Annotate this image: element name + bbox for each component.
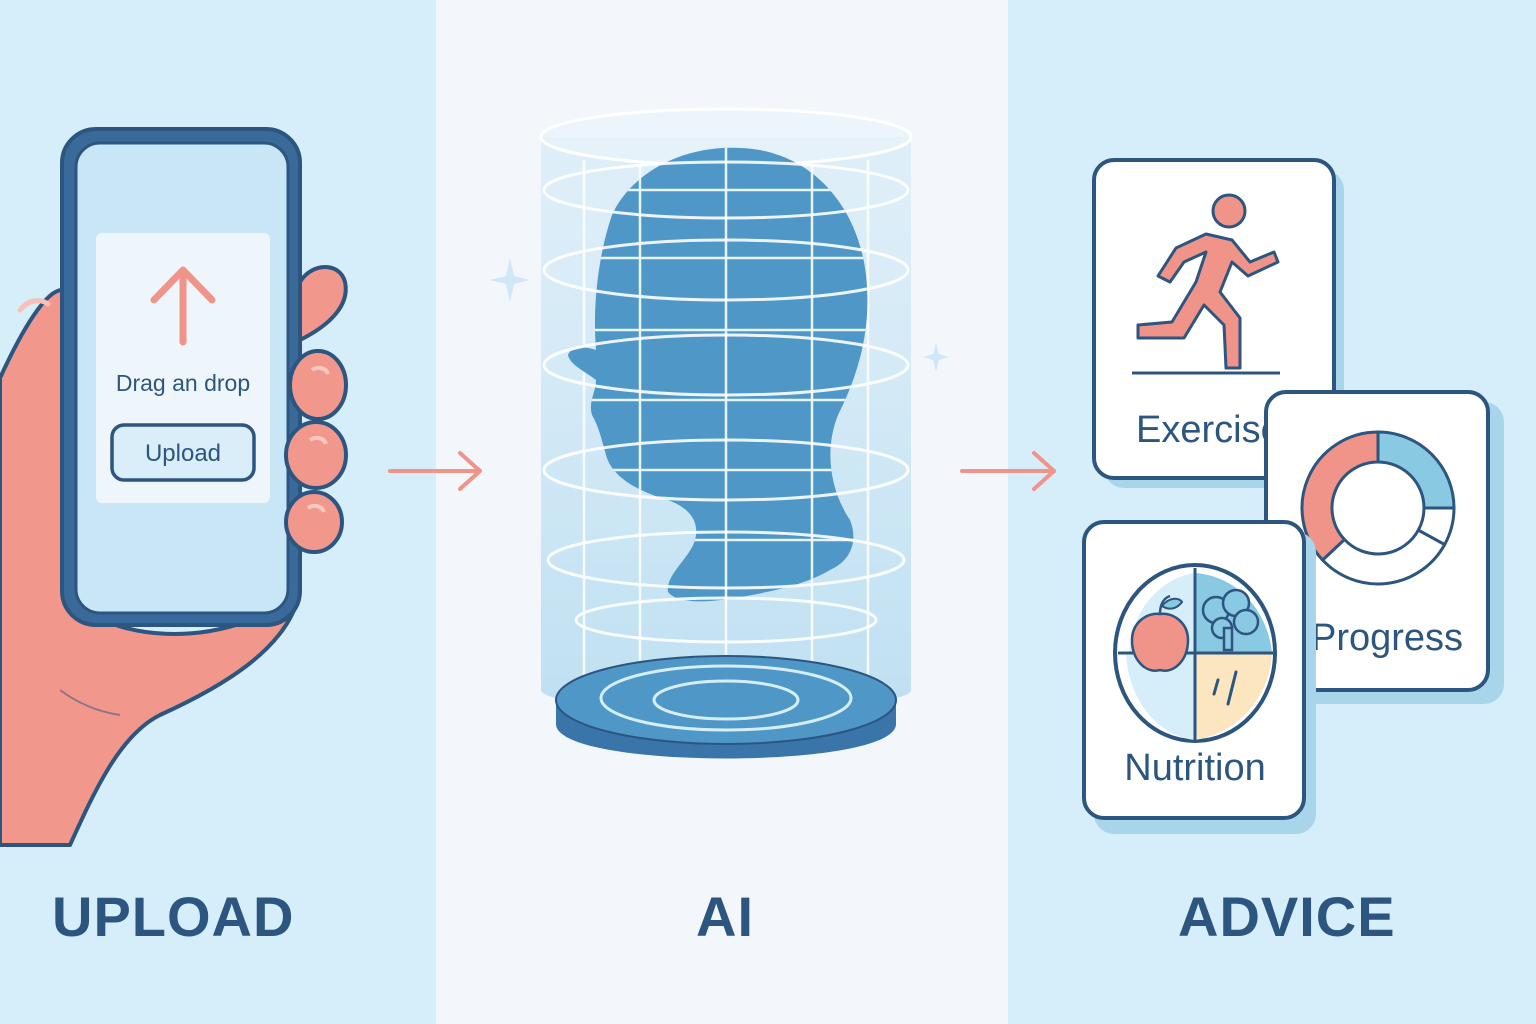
donut-chart-icon (1300, 430, 1456, 586)
progress-label: Progress (1311, 617, 1463, 659)
step-label-upload: UPLOAD (52, 885, 295, 948)
drop-text: Drag an drop (116, 370, 250, 396)
exercise-card[interactable]: Exercise (1092, 158, 1344, 488)
food-plate-icon (1113, 563, 1277, 743)
exercise-label: Exercise (1136, 409, 1282, 451)
step-label-advice: ADVICE (1178, 885, 1396, 948)
head-silhouette (568, 147, 868, 602)
ai-hologram (490, 107, 949, 759)
running-person-icon (1136, 193, 1280, 370)
upload-button[interactable]: Upload (110, 423, 256, 482)
nutrition-card[interactable]: Nutrition (1082, 520, 1316, 834)
step-label-ai: AI (696, 885, 754, 948)
nutrition-label: Nutrition (1124, 747, 1266, 789)
flow-arrow-icon (388, 451, 482, 491)
sparkle-icon (490, 258, 530, 302)
upload-arrow-icon (150, 266, 216, 346)
sparkle-icon (923, 343, 949, 372)
sparkle-icon (852, 460, 868, 476)
fingers (284, 265, 348, 554)
smartphone: Drag an drop Upload (60, 127, 302, 627)
upload-button-label: Upload (145, 440, 221, 467)
flow-arrow-icon (960, 451, 1056, 491)
progress-card[interactable]: Progress (1264, 390, 1504, 704)
donut-segment-3 (1300, 430, 1380, 563)
